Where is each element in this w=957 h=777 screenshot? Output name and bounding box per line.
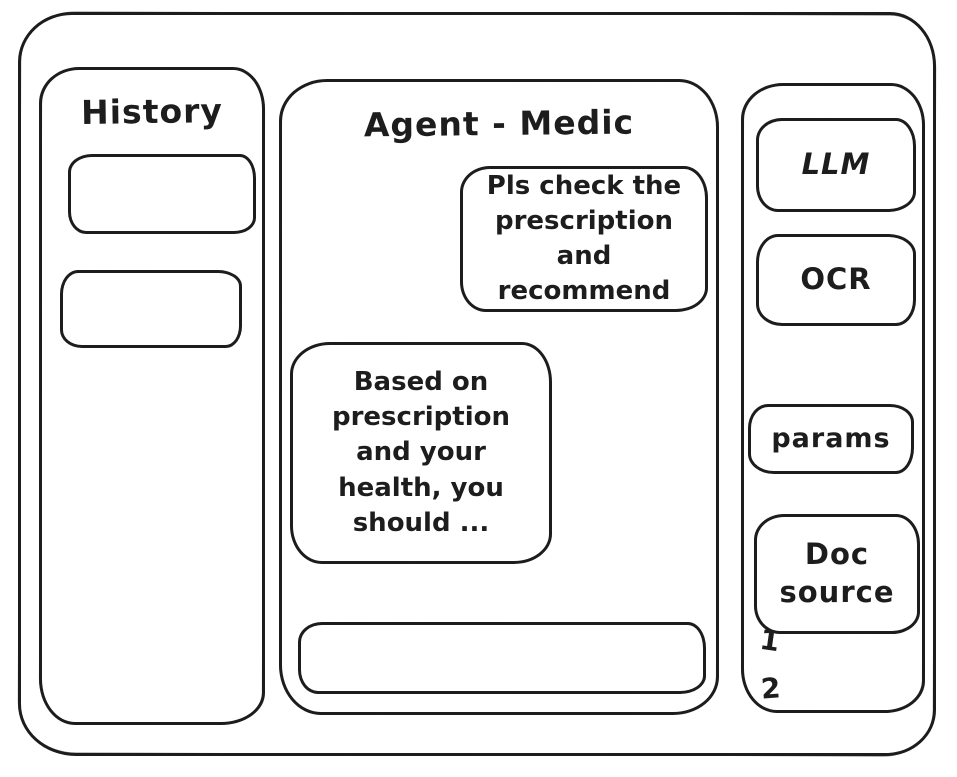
history-item[interactable] [68, 154, 256, 234]
llm-button[interactable]: LLM [756, 118, 916, 212]
user-message-bubble: Pls check the prescription and recommend [460, 166, 708, 312]
chat-title: Agent - Medic [363, 102, 635, 145]
params-button[interactable]: params [748, 404, 914, 474]
annotation-1: 1 [757, 622, 782, 659]
history-title: History [80, 91, 224, 132]
doc-source-button[interactable]: Doc source [754, 514, 920, 634]
message-input[interactable] [298, 622, 706, 694]
history-item[interactable] [60, 270, 242, 348]
app-window: History Agent - Medic Pls check the pres… [18, 12, 936, 756]
chat-panel: Agent - Medic Pls check the prescription… [279, 79, 719, 715]
annotation-2: 2 [759, 671, 782, 706]
doc-source-label-line2: source [779, 575, 895, 609]
tools-panel: LLM OCR params Doc source 1 2 [741, 83, 925, 713]
ocr-button[interactable]: OCR [756, 234, 916, 326]
history-panel: History [39, 67, 265, 725]
agent-message-bubble: Based on prescription and your health, y… [290, 342, 552, 564]
doc-source-label-line1: Doc [804, 537, 870, 572]
